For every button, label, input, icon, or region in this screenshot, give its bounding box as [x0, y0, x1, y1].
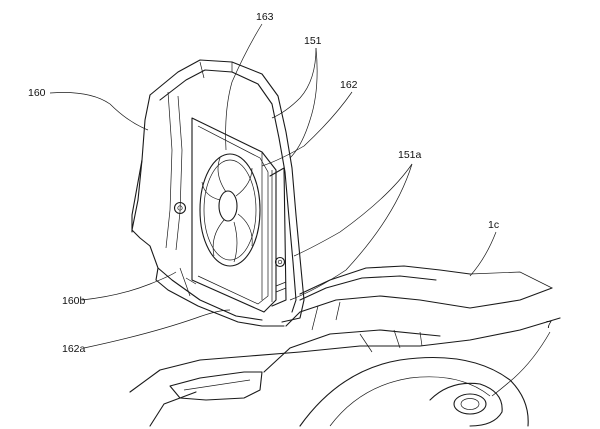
leader-151-a: [271, 47, 317, 119]
leader-1c: [469, 231, 497, 277]
leader-151-b: [289, 47, 318, 159]
body-1c: [285, 265, 553, 331]
label-163: 163: [256, 11, 274, 23]
leader-lines: [49, 23, 551, 397]
reference-labels: 160 163 151 162 151a 1c 160b 162a 7: [28, 11, 552, 355]
label-151: 151: [304, 35, 322, 47]
label-160b: 160b: [62, 295, 86, 307]
label-162: 162: [340, 79, 358, 91]
leader-151a-a: [293, 163, 413, 257]
label-151a: 151a: [398, 149, 422, 161]
side-rail-151a: [269, 167, 287, 307]
fan-163: [199, 153, 261, 267]
leader-162a: [83, 309, 231, 349]
label-1c: 1c: [488, 219, 499, 231]
leader-162: [261, 91, 353, 167]
fan-frame-162: [191, 117, 277, 313]
housing-160: [131, 59, 305, 327]
leader-160: [49, 92, 149, 131]
label-7: 7: [546, 319, 552, 331]
lower-body: [129, 317, 561, 427]
leader-160b: [81, 271, 177, 301]
leader-151a-b: [289, 163, 413, 301]
label-160: 160: [28, 87, 46, 99]
leader-163: [225, 23, 263, 151]
leader-7: [491, 331, 551, 397]
label-162a: 162a: [62, 343, 86, 355]
